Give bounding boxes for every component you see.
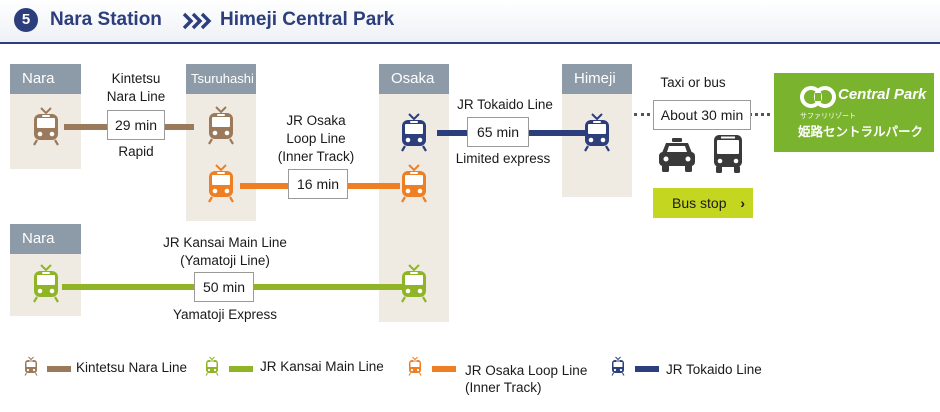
bus-stop-label: Bus stop (672, 195, 727, 211)
legend-label-kansai: JR Kansai Main Line (260, 359, 384, 374)
train-icon (32, 106, 60, 146)
train-icon (400, 263, 428, 303)
kansai-service: Yamatoji Express (172, 307, 278, 322)
logo-sub-small: サファリリゾート (800, 113, 856, 120)
kansai-name: JR Kansai Main Line (Yamatoji Line) (163, 235, 287, 268)
station-label-nara-bottom: Nara (10, 224, 81, 254)
legend-label-tokaido: JR Tokaido Line (666, 362, 762, 377)
taxi-bus-label: Taxi or bus (660, 75, 726, 90)
train-icon (205, 356, 219, 376)
legend-swatch-kansai (229, 366, 253, 372)
train-icon (32, 263, 60, 303)
train-icon (408, 356, 422, 376)
kansai-time-box: 50 min (194, 272, 254, 302)
train-icon (207, 105, 235, 145)
train-icon (583, 112, 611, 152)
chevron-right-icon: › (740, 195, 745, 211)
kintetsu-time-box: 29 min (107, 110, 165, 140)
station-label-tsuruhashi: Tsuruhashi (186, 64, 256, 94)
station-label-himeji: Himeji (562, 64, 632, 94)
legend-label-kintetsu: Kintetsu Nara Line (76, 360, 188, 375)
legend-swatch-loop (432, 366, 456, 372)
legend-swatch-kintetsu (47, 366, 71, 372)
train-icon (400, 163, 428, 203)
legend-swatch-tokaido (635, 366, 659, 372)
tokaido-name: JR Tokaido Line (457, 97, 553, 112)
train-icon (400, 112, 428, 152)
taxi-bus-time-box: About 30 min (653, 100, 751, 130)
logo-brand-text: Central Park (838, 86, 927, 103)
route-header (0, 0, 940, 44)
legend: Kintetsu Nara Line JR Kansai Main Line J… (0, 348, 940, 398)
tokaido-service: Limited express (455, 151, 551, 166)
logo-sub-large: 姫路セントラルパーク (798, 125, 924, 139)
destination-title: Himeji Central Park (220, 9, 395, 30)
triple-chevron-icon (182, 12, 212, 30)
train-icon (611, 356, 625, 376)
step-number-badge: 5 (14, 8, 38, 32)
taxi-icon (659, 138, 695, 172)
legend-label-loop: JR Osaka Loop Line (Inner Track) (465, 363, 588, 395)
train-icon (207, 163, 235, 203)
train-icon (24, 356, 38, 376)
station-label-nara-top: Nara (10, 64, 81, 94)
station-label-osaka: Osaka (379, 64, 449, 94)
bus-stop-button[interactable]: Bus stop › (653, 188, 753, 218)
origin-title: Nara Station (50, 9, 162, 30)
central-park-logo-icon (800, 86, 836, 108)
kintetsu-name: Kintetsu Nara Line (106, 71, 166, 104)
loop-time-box: 16 min (288, 169, 348, 199)
tokaido-time-box: 65 min (467, 117, 529, 147)
kintetsu-service: Rapid (118, 144, 154, 159)
bus-icon (714, 135, 742, 173)
loop-name: JR Osaka Loop Line (Inner Track) (277, 113, 355, 164)
central-park-logo[interactable]: Central Park サファリリゾート 姫路セントラルパーク (774, 73, 934, 152)
